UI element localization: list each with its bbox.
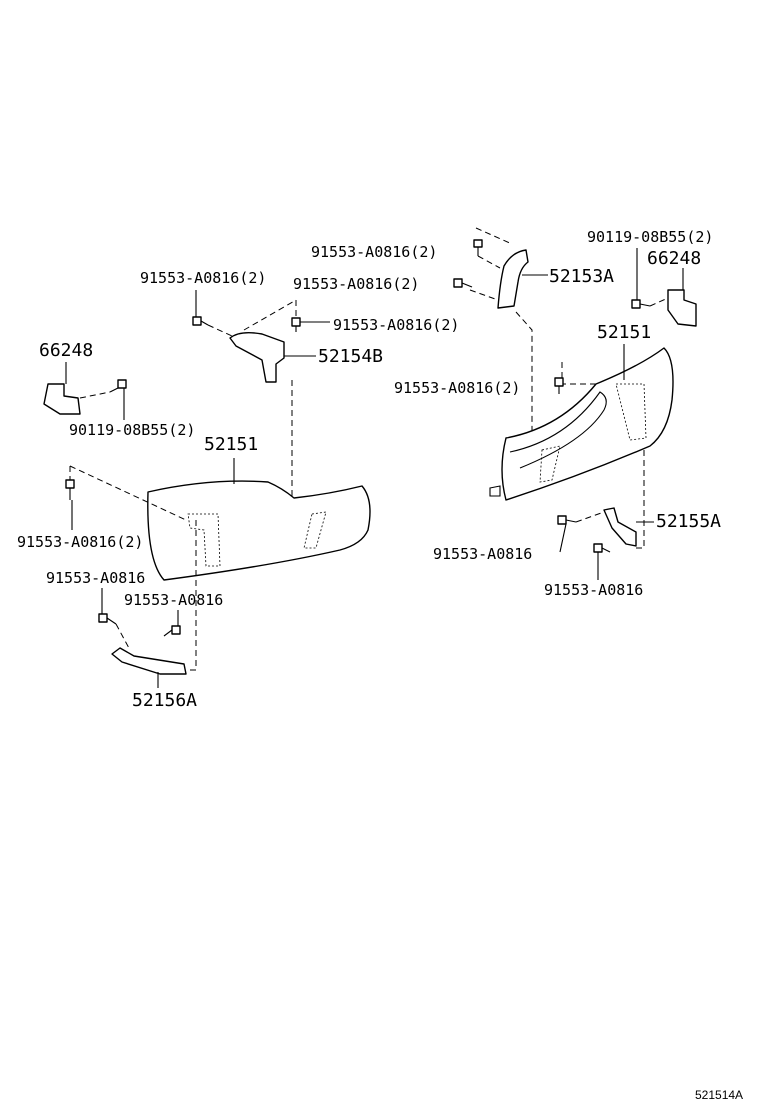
label-91553-l-b1: 91553-A0816 [46, 569, 145, 587]
bolt-icon [192, 316, 209, 326]
label-52151-l: 52151 [204, 434, 258, 455]
part-52154B [229, 331, 285, 383]
bolt-icon [65, 479, 75, 500]
part-52153A [497, 249, 529, 309]
part-66248-left [43, 383, 81, 415]
bolt-icon [163, 625, 181, 637]
label-52153A: 52153A [549, 266, 614, 287]
label-91553-r-low: 91553-A0816(2) [394, 379, 520, 397]
label-91553-r-b2: 91553-A0816 [544, 581, 643, 599]
label-91553-r-mid: 91553-A0816(2) [293, 275, 419, 293]
label-91553-r-b1: 91553-A0816 [433, 545, 532, 563]
part-52155A [603, 507, 637, 547]
label-91553-r-top: 91553-A0816(2) [311, 243, 437, 261]
part-52151-right [501, 347, 674, 501]
figure-code: 521514A [695, 1088, 743, 1102]
part-52156A [111, 647, 187, 675]
bolt-icon [291, 317, 301, 332]
label-91553-l-mid: 91553-A0816(2) [333, 316, 459, 334]
label-90119-l: 90119-08B55(2) [69, 421, 195, 439]
label-52155A: 52155A [656, 511, 721, 532]
label-66248-r: 66248 [647, 248, 701, 269]
label-91553-l-low: 91553-A0816(2) [17, 533, 143, 551]
label-91553-l-b2: 91553-A0816 [124, 591, 223, 609]
bolt-icon [557, 515, 577, 525]
bolt-icon [473, 239, 483, 256]
bolt-icon [98, 613, 117, 625]
part-52151-left [147, 480, 371, 581]
label-91553-l-top: 91553-A0816(2) [140, 269, 266, 287]
bolt-icon [631, 299, 651, 309]
part-66248-right [667, 289, 697, 327]
bolt-icon [453, 278, 473, 288]
label-90119-r: 90119-08B55(2) [587, 228, 713, 246]
bolt-icon [109, 379, 127, 393]
label-52156A: 52156A [132, 690, 197, 711]
label-52154B: 52154B [318, 346, 383, 367]
label-66248-l: 66248 [39, 340, 93, 361]
bolt-icon [593, 543, 611, 553]
bolt-icon [554, 377, 564, 394]
label-52151-r: 52151 [597, 322, 651, 343]
